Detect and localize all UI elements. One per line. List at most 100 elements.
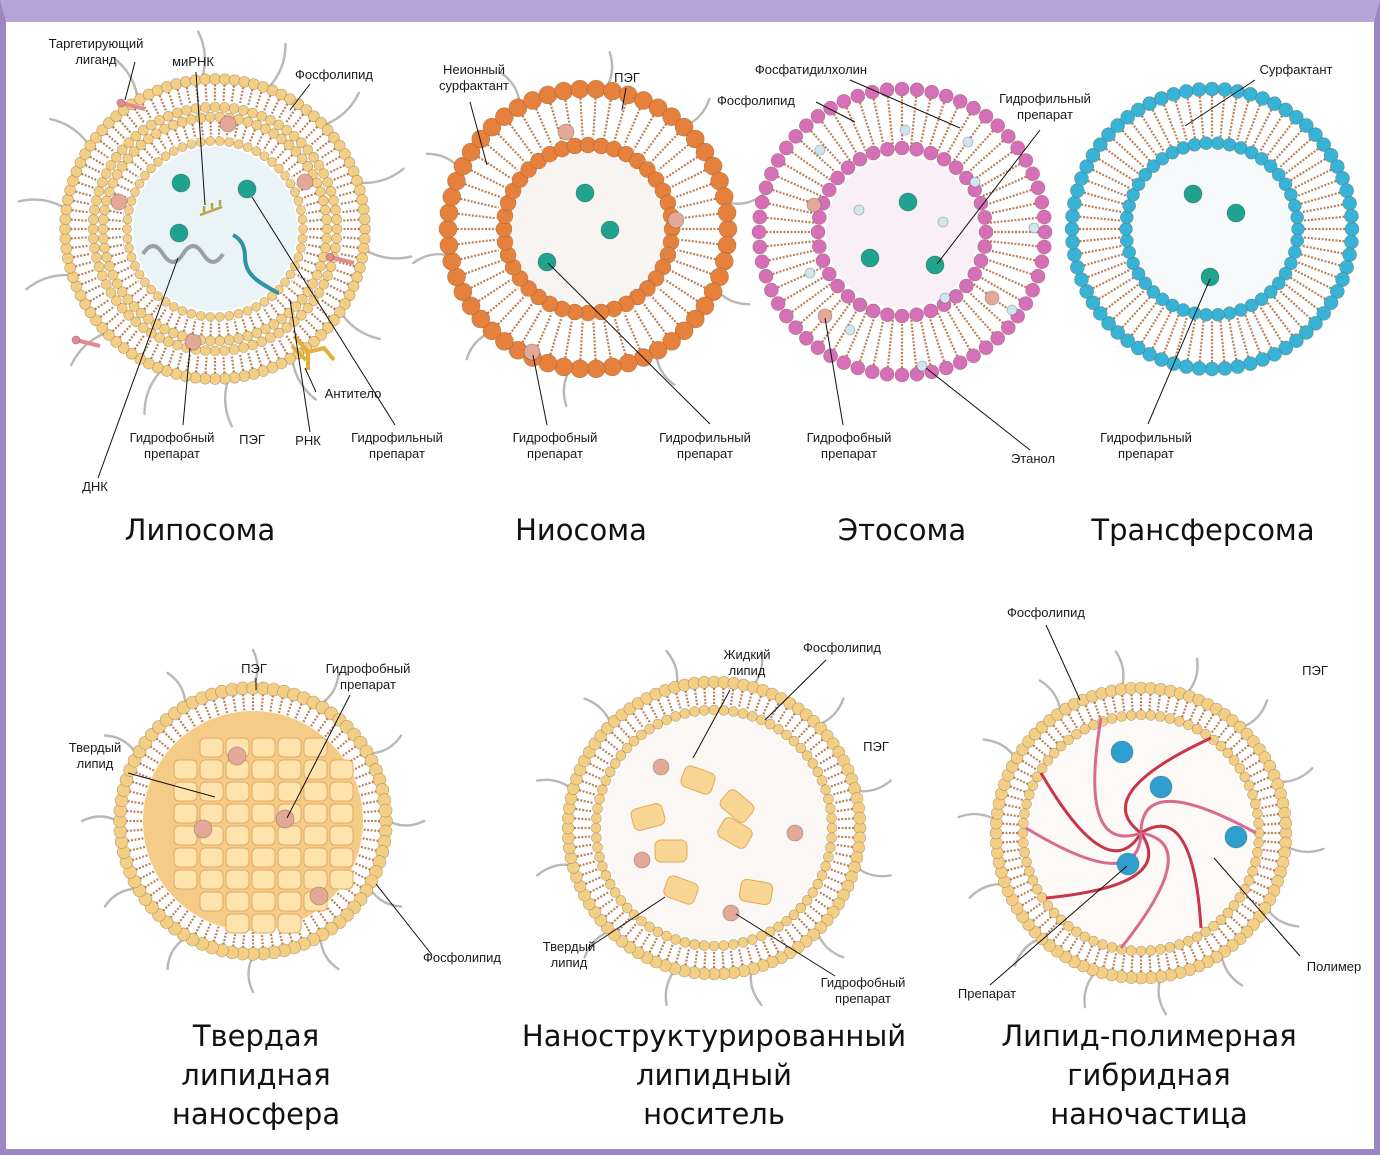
ethanol-molecule (1029, 223, 1039, 233)
hydrophilic-drug (1227, 204, 1245, 222)
particle-lipid-polymer-hybrid (959, 652, 1324, 1015)
label-solid-lipid-nanosphere-0: ПЭГ (241, 661, 267, 676)
hydrophilic-drug (899, 193, 917, 211)
title-lipid-polymer-hybrid: Липид-полимернаягибриднаянаночастица (1001, 1019, 1296, 1131)
label-niosome-1: ПЭГ (614, 70, 640, 85)
ligand-head (326, 253, 334, 261)
hydrophobic-drug (985, 291, 999, 305)
label-liposome-2: Фосфолипид (295, 67, 373, 82)
label-liposome-7: Гидрофильныйпрепарат (351, 430, 443, 461)
label-ethosome-0: Фосфатидилхолин (755, 62, 867, 77)
particle-niosome (413, 52, 762, 405)
hydrophobic-drug (310, 887, 328, 905)
ligand-head (72, 336, 80, 344)
particle-solid-lipid-nanosphere (82, 650, 424, 992)
label-lipid-polymer-hybrid-3: Препарат (958, 986, 1016, 1001)
label-nanostructured-lipid-carrier-0: Жидкийлипид (723, 647, 770, 678)
label-ethosome-1: Фосфолипид (717, 93, 795, 108)
ethanol-molecule (845, 325, 855, 335)
hydrophilic-drug (1184, 185, 1202, 203)
hydrophobic-drug (220, 116, 236, 132)
label-nanostructured-lipid-carrier-2: ПЭГ (863, 739, 889, 754)
ethanol-molecule (970, 177, 980, 187)
hydrophilic-drug (172, 174, 190, 192)
label-liposome-8: ДНК (82, 479, 108, 494)
hydrophobic-drug (185, 334, 201, 350)
hydrophobic-drug (228, 747, 246, 765)
ethanol-molecule (805, 268, 815, 278)
hydrophobic-drug (634, 852, 650, 868)
hydrophobic-drug (787, 825, 803, 841)
label-niosome-0: Неионныйсурфактант (439, 62, 509, 93)
drug-particle (1225, 826, 1247, 848)
label-solid-lipid-nanosphere-3: Фосфолипид (423, 950, 501, 965)
hydrophobic-drug (111, 194, 127, 210)
hydrophilic-drug (861, 249, 879, 267)
solid-lipid-block (655, 840, 687, 862)
hydrophilic-drug (170, 224, 188, 242)
particle-ethosome (752, 82, 1052, 382)
label-lipid-polymer-hybrid-1: ПЭГ (1302, 663, 1328, 678)
hydrophobic-drug (194, 820, 212, 838)
label-lipid-polymer-hybrid-2: Полимер (1307, 959, 1362, 974)
aqueous-core (826, 156, 978, 308)
drug-particle (1150, 776, 1172, 798)
hydrophobic-drug (276, 810, 294, 828)
leader-line (926, 368, 1030, 450)
title-transfersome: Трансферсома (1090, 513, 1314, 547)
title-ethosome: Этосома (838, 513, 966, 547)
particle-transfersome (1065, 82, 1359, 376)
leader-line (376, 884, 432, 955)
hydrophobic-drug (653, 759, 669, 775)
label-liposome-1: миРНК (172, 54, 214, 69)
label-liposome-0: Таргетирующийлиганд (49, 36, 144, 67)
label-ethosome-3: Гидрофобныйпрепарат (807, 430, 892, 461)
hydrophilic-drug (238, 180, 256, 198)
leader-line (305, 368, 316, 392)
hydrophilic-drug (601, 221, 619, 239)
ethanol-molecule (917, 361, 927, 371)
label-liposome-6: РНК (295, 433, 321, 448)
leader-line (825, 318, 843, 425)
hydrophobic-drug (723, 905, 739, 921)
ethanol-molecule (900, 125, 910, 135)
hydrophobic-drug (807, 198, 821, 212)
title-niosome: Ниосома (515, 513, 647, 547)
aqueous-core (512, 153, 664, 305)
particle-liposome (19, 32, 411, 427)
title-liposome: Липосома (125, 513, 276, 547)
hydrophobic-drug (558, 124, 574, 140)
hydrophobic-drug (524, 344, 540, 360)
ethanol-molecule (815, 145, 825, 155)
hydrophilic-drug (576, 184, 594, 202)
label-ethosome-4: Этанол (1011, 451, 1055, 466)
ethanol-molecule (940, 293, 950, 303)
label-liposome-3: Антитело (325, 386, 382, 401)
ethanol-molecule (963, 137, 973, 147)
leader-line (183, 348, 190, 425)
ethanol-molecule (854, 205, 864, 215)
ethanol-molecule (938, 217, 948, 227)
label-liposome-5: ПЭГ (239, 432, 265, 447)
label-niosome-2: Гидрофобныйпрепарат (513, 430, 598, 461)
drug-particle (1111, 741, 1133, 763)
title-solid-lipid-nanosphere: Твердаялипиднаянаносфера (172, 1019, 340, 1131)
label-lipid-polymer-hybrid-0: Фосфолипид (1007, 605, 1085, 620)
ethanol-molecule (1007, 305, 1017, 315)
label-solid-lipid-nanosphere-2: Твердыйлипид (69, 740, 121, 771)
hydrophobic-drug (297, 174, 313, 190)
label-transfersome-0: Сурфактант (1260, 62, 1333, 77)
hydrophobic-drug (668, 212, 684, 228)
ligand-head (117, 99, 125, 107)
label-nanostructured-lipid-carrier-1: Фосфолипид (803, 640, 881, 655)
hydrophilic-drug (1201, 268, 1219, 286)
